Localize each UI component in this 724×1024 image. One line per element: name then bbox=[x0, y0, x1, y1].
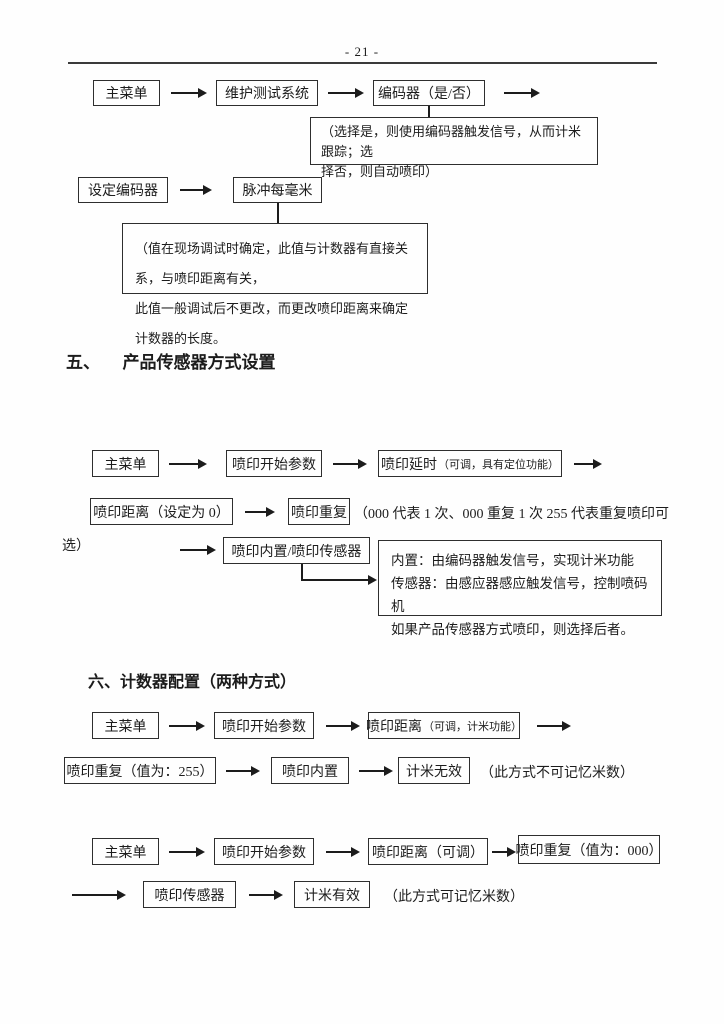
flow-node-print-internal: 喷印内置 bbox=[271, 757, 349, 784]
flow-node-main-menu: 主菜单 bbox=[93, 80, 160, 106]
flow-node-print-start-params: 喷印开始参数 bbox=[214, 838, 314, 865]
flow-node-maintenance-test-system: 维护测试系统 bbox=[216, 80, 318, 106]
section6-heading: 六、计数器配置（两种方式） bbox=[88, 674, 297, 691]
connector-line bbox=[301, 564, 303, 580]
arrow-right-icon bbox=[169, 721, 205, 731]
flow-node-encoder-yes-no: 编码器（是/否） bbox=[373, 80, 485, 106]
repeat-note-line1: （000 代表 1 次、000 重复 1 次 255 代表重复喷印可 bbox=[354, 507, 669, 522]
arrow-right-icon bbox=[492, 847, 516, 857]
arrow-right-icon bbox=[169, 847, 205, 857]
arrow-right-icon bbox=[72, 890, 126, 900]
flow-node-print-distance-zero: 喷印距离（设定为 0） bbox=[90, 498, 233, 525]
arrow-right-icon bbox=[180, 545, 216, 555]
flow-node-meter-invalid: 计米无效 bbox=[398, 757, 470, 784]
flow-node-meter-valid: 计米有效 bbox=[294, 881, 370, 908]
section5-heading: 五、 产品传感器方式设置 bbox=[66, 353, 276, 372]
pulses-note-text: （值在现场调试时确定，此值与计数器有直接关系，与喷印距离有关， 此值一般调试后不… bbox=[135, 241, 409, 346]
header-rule bbox=[68, 62, 657, 64]
pulses-note-box: （值在现场调试时确定，此值与计数器有直接关系，与喷印距离有关， 此值一般调试后不… bbox=[122, 223, 428, 346]
flow-node-main-menu: 主菜单 bbox=[92, 838, 159, 865]
arrow-right-icon bbox=[169, 459, 207, 469]
arrow-right-icon bbox=[226, 766, 260, 776]
repeat-note-line2: 选） bbox=[62, 539, 90, 554]
arrow-right-icon bbox=[504, 88, 540, 98]
arrow-right-icon bbox=[171, 88, 207, 98]
flow-node-main-menu: 主菜单 bbox=[92, 712, 159, 739]
arrow-right-icon bbox=[574, 459, 602, 469]
flow-node-print-delay: 喷印延时（可调，具有定位功能） bbox=[378, 450, 562, 477]
encoder-note-box: （选择是，则使用编码器触发信号，从而计米跟踪；选 择否，则自动喷印） bbox=[310, 117, 598, 179]
arrow-right-icon bbox=[249, 890, 283, 900]
flow-node-print-start-params: 喷印开始参数 bbox=[226, 450, 322, 477]
encoder-note-text: （选择是，则使用编码器触发信号，从而计米跟踪；选 择否，则自动喷印） bbox=[321, 124, 582, 179]
arrow-right-icon bbox=[245, 507, 275, 517]
flow-node-print-start-params: 喷印开始参数 bbox=[214, 712, 314, 739]
flow-node-print-sensor: 喷印传感器 bbox=[143, 881, 236, 908]
mode-note-text: 内置：由编码器触发信号，实现计米功能 传感器：由感应器感应触发信号，控制喷码机 … bbox=[391, 553, 648, 637]
flow-node-print-distance-adj: 喷印距离（可调） bbox=[368, 838, 488, 865]
connector-line bbox=[277, 203, 279, 223]
arrow-right-icon bbox=[328, 88, 364, 98]
connector-line bbox=[428, 106, 430, 117]
flow-node-set-encoder: 设定编码器 bbox=[78, 177, 168, 203]
flow-b-note: （此方式可记忆米数） bbox=[384, 890, 524, 905]
arrow-right-icon bbox=[359, 766, 393, 776]
flow-node-pulses-per-mm: 脉冲每毫米 bbox=[233, 177, 322, 203]
page-number: - 21 - bbox=[344, 44, 380, 59]
flow-node-print-repeat-255: 喷印重复（值为：255） bbox=[64, 757, 216, 784]
flow-node-print-distance: 喷印距离（可调，计米功能） bbox=[366, 712, 522, 739]
flow-node-internal-or-sensor: 喷印内置/喷印传感器 bbox=[223, 537, 370, 564]
arrow-right-icon bbox=[326, 847, 360, 857]
flow-node-main-menu: 主菜单 bbox=[92, 450, 159, 477]
flow-a-note: （此方式不可记忆米数） bbox=[480, 766, 634, 781]
arrow-right-icon bbox=[301, 575, 377, 585]
arrow-right-icon bbox=[333, 459, 367, 469]
flow-node-print-repeat-000: 喷印重复（值为：000） bbox=[516, 835, 663, 864]
arrow-right-icon bbox=[180, 185, 212, 195]
arrow-right-icon bbox=[326, 721, 360, 731]
arrow-right-icon bbox=[537, 721, 571, 731]
mode-note-box: 内置：由编码器触发信号，实现计米功能 传感器：由感应器感应触发信号，控制喷码机 … bbox=[378, 540, 662, 637]
flow-node-print-repeat: 喷印重复 bbox=[288, 498, 350, 525]
